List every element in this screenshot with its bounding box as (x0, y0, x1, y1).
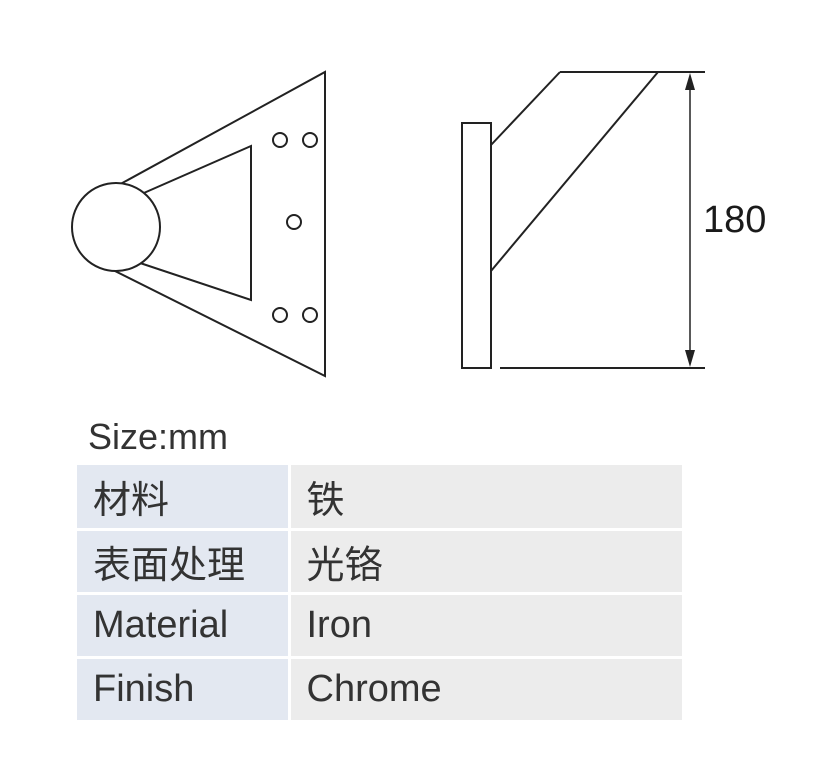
dimension-label: 180 (703, 199, 766, 241)
technical-drawing: 180 (71, 70, 766, 378)
screw-hole (286, 214, 302, 230)
rod-circle (71, 182, 161, 272)
size-unit-label: Size:mm (88, 416, 229, 457)
spec-value: Iron (289, 593, 682, 659)
screw-hole (272, 307, 288, 323)
height-dimension (500, 71, 705, 369)
front-view (71, 70, 326, 378)
table-row: 表面处理 光铬 (77, 529, 682, 595)
screw-hole (272, 132, 288, 148)
table-row: Material Iron (77, 593, 682, 659)
side-view (461, 71, 659, 369)
spec-key: 材料 (77, 465, 291, 531)
spec-value: 铁 (289, 465, 682, 531)
mounting-plate (461, 122, 492, 369)
arm-diagonal (490, 71, 659, 272)
arrow-head-bottom (685, 350, 695, 367)
spec-key: 表面处理 (77, 529, 291, 595)
spec-table: 材料 铁 表面处理 光铬 Material Iron Finish Chrome (77, 465, 682, 723)
spec-value: Chrome (289, 657, 682, 723)
arm-top-edge (490, 71, 561, 146)
arrow-head-top (685, 73, 695, 90)
spec-value: 光铬 (289, 529, 682, 595)
table-row: Finish Chrome (77, 657, 682, 723)
screw-hole (302, 132, 318, 148)
screw-hole (302, 307, 318, 323)
spec-key: Finish (77, 657, 291, 723)
table-row: 材料 铁 (77, 465, 682, 531)
spec-key: Material (77, 593, 291, 659)
